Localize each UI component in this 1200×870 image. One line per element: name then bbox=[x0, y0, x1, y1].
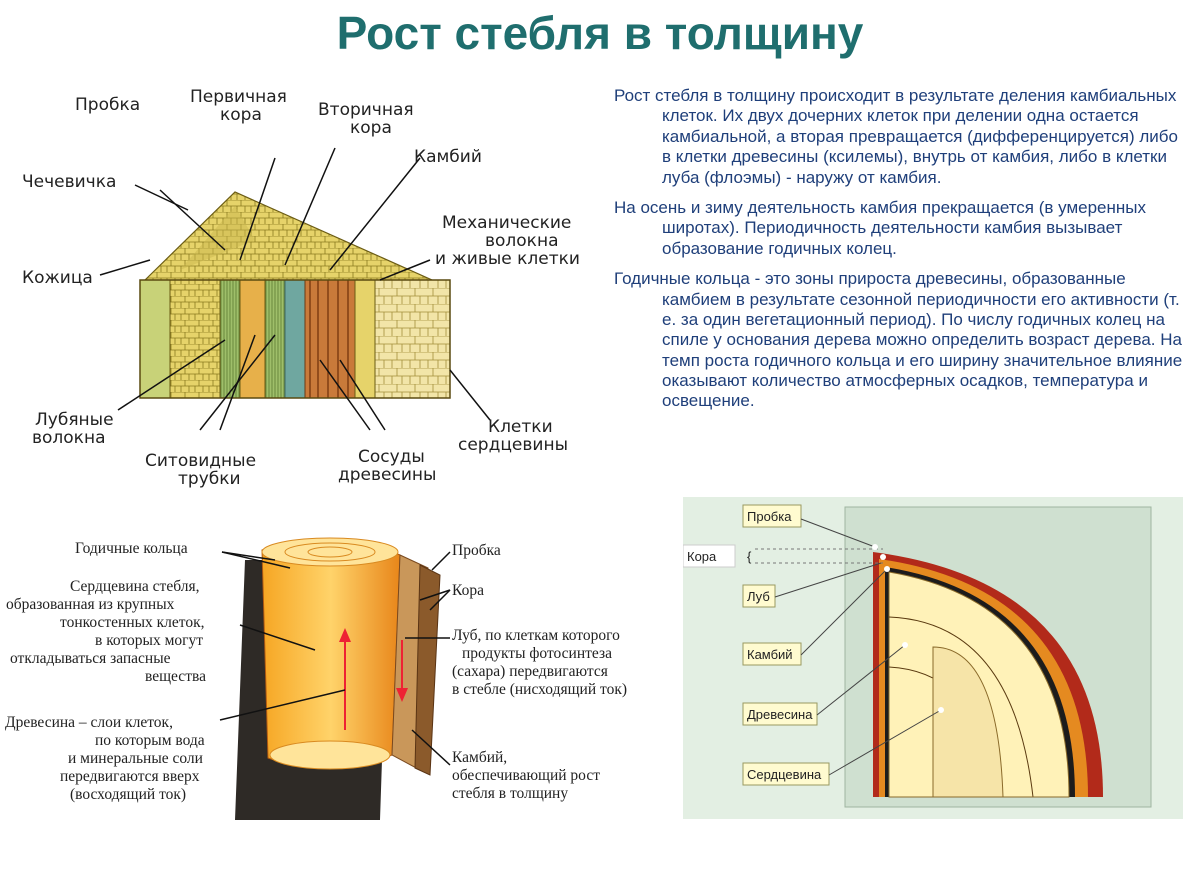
paragraph-1: Рост стебля в толщину происходит в резул… bbox=[614, 86, 1178, 187]
label-serd-1: Сердцевина стебля, bbox=[70, 578, 199, 595]
label-perv-kora-1: Первичная bbox=[190, 87, 287, 107]
label-kamb2-2: обеспечивающий рост bbox=[452, 767, 600, 784]
label-serd-4: в которых могут bbox=[95, 632, 203, 649]
paragraph-3: Годичные кольца - это зоны прироста древ… bbox=[614, 269, 1183, 411]
label-drev-4: передвигаются вверх bbox=[60, 768, 200, 785]
label-kora2: Кора bbox=[452, 582, 484, 599]
label-serd-5: откладываться запасные bbox=[10, 650, 171, 667]
label-sosudy-2: древесины bbox=[338, 465, 436, 485]
tag-kora: Кора bbox=[687, 549, 717, 564]
trunk-cutaway-diagram: Годичные кольца Сердцевина стебля, образ… bbox=[5, 537, 627, 820]
label-sito-2: трубки bbox=[178, 469, 241, 489]
label-drev-1: Древесина – слои клеток, bbox=[5, 714, 173, 731]
label-mech-1: Механические bbox=[442, 213, 571, 233]
label-drev-2: по которым вода bbox=[95, 732, 205, 749]
label-vtor-kora-1: Вторичная bbox=[318, 100, 414, 120]
label-probka: Пробка bbox=[75, 95, 140, 115]
label-chechevichka: Чечевичка bbox=[22, 172, 116, 192]
label-mech-2: волокна bbox=[485, 231, 559, 251]
label-kambiy: Камбий bbox=[414, 147, 482, 167]
paragraph-2: На осень и зиму деятельность камбия прек… bbox=[614, 197, 1147, 258]
label-probka2: Пробка bbox=[452, 542, 501, 559]
label-vtor-kora-2: кора bbox=[350, 118, 392, 138]
label-mech-3: и живые клетки bbox=[435, 249, 580, 269]
tag-kambiy: Камбий bbox=[747, 647, 793, 662]
tag-drevesina: Древесина bbox=[747, 707, 813, 722]
label-lub-2: волокна bbox=[32, 428, 106, 448]
kora-brace: { bbox=[747, 549, 752, 564]
description-text: Рост стебля в толщину происходит в резул… bbox=[614, 86, 1188, 422]
label-kozhitsa: Кожица bbox=[22, 268, 93, 288]
label-lub-1: Лубяные bbox=[35, 410, 114, 430]
stem-segment-diagram: Пробка Первичная кора Вторичная кора Кам… bbox=[22, 87, 580, 489]
tag-lub: Луб bbox=[747, 589, 770, 604]
label-kamb2-3: стебля в толщину bbox=[452, 785, 568, 802]
tag-probka: Пробка bbox=[747, 509, 792, 524]
label-kolca: Годичные кольца bbox=[75, 540, 188, 557]
label-serd-6: вещества bbox=[145, 668, 206, 685]
label-drev-3: и минеральные соли bbox=[68, 750, 203, 767]
label-drev-5: (восходящий ток) bbox=[70, 786, 186, 803]
label-kletki-2: сердцевины bbox=[458, 435, 568, 455]
label-serd-3: тонкостенных клеток, bbox=[60, 614, 205, 631]
label-kletki-1: Клетки bbox=[488, 417, 553, 437]
label-sito-1: Ситовидные bbox=[145, 451, 256, 471]
label-lub2-3: (сахара) передвигаются bbox=[452, 663, 608, 680]
label-lub2-4: в стебле (нисходящий ток) bbox=[452, 681, 627, 698]
label-serd-2: образованная из крупных bbox=[6, 596, 175, 613]
label-lub2-1: Луб, по клеткам которого bbox=[452, 627, 620, 644]
label-perv-kora-2: кора bbox=[220, 105, 262, 125]
label-kamb2-1: Камбий, bbox=[452, 749, 507, 766]
tag-serdcevina: Сердцевина bbox=[747, 767, 822, 782]
label-sosudy-1: Сосуды bbox=[358, 447, 425, 467]
quarter-section-diagram: Пробка Кора { Луб Камбий Древесина Сердц… bbox=[683, 497, 1183, 819]
page-title: Рост стебля в толщину bbox=[336, 7, 864, 59]
label-lub2-2: продукты фотосинтеза bbox=[462, 645, 612, 662]
